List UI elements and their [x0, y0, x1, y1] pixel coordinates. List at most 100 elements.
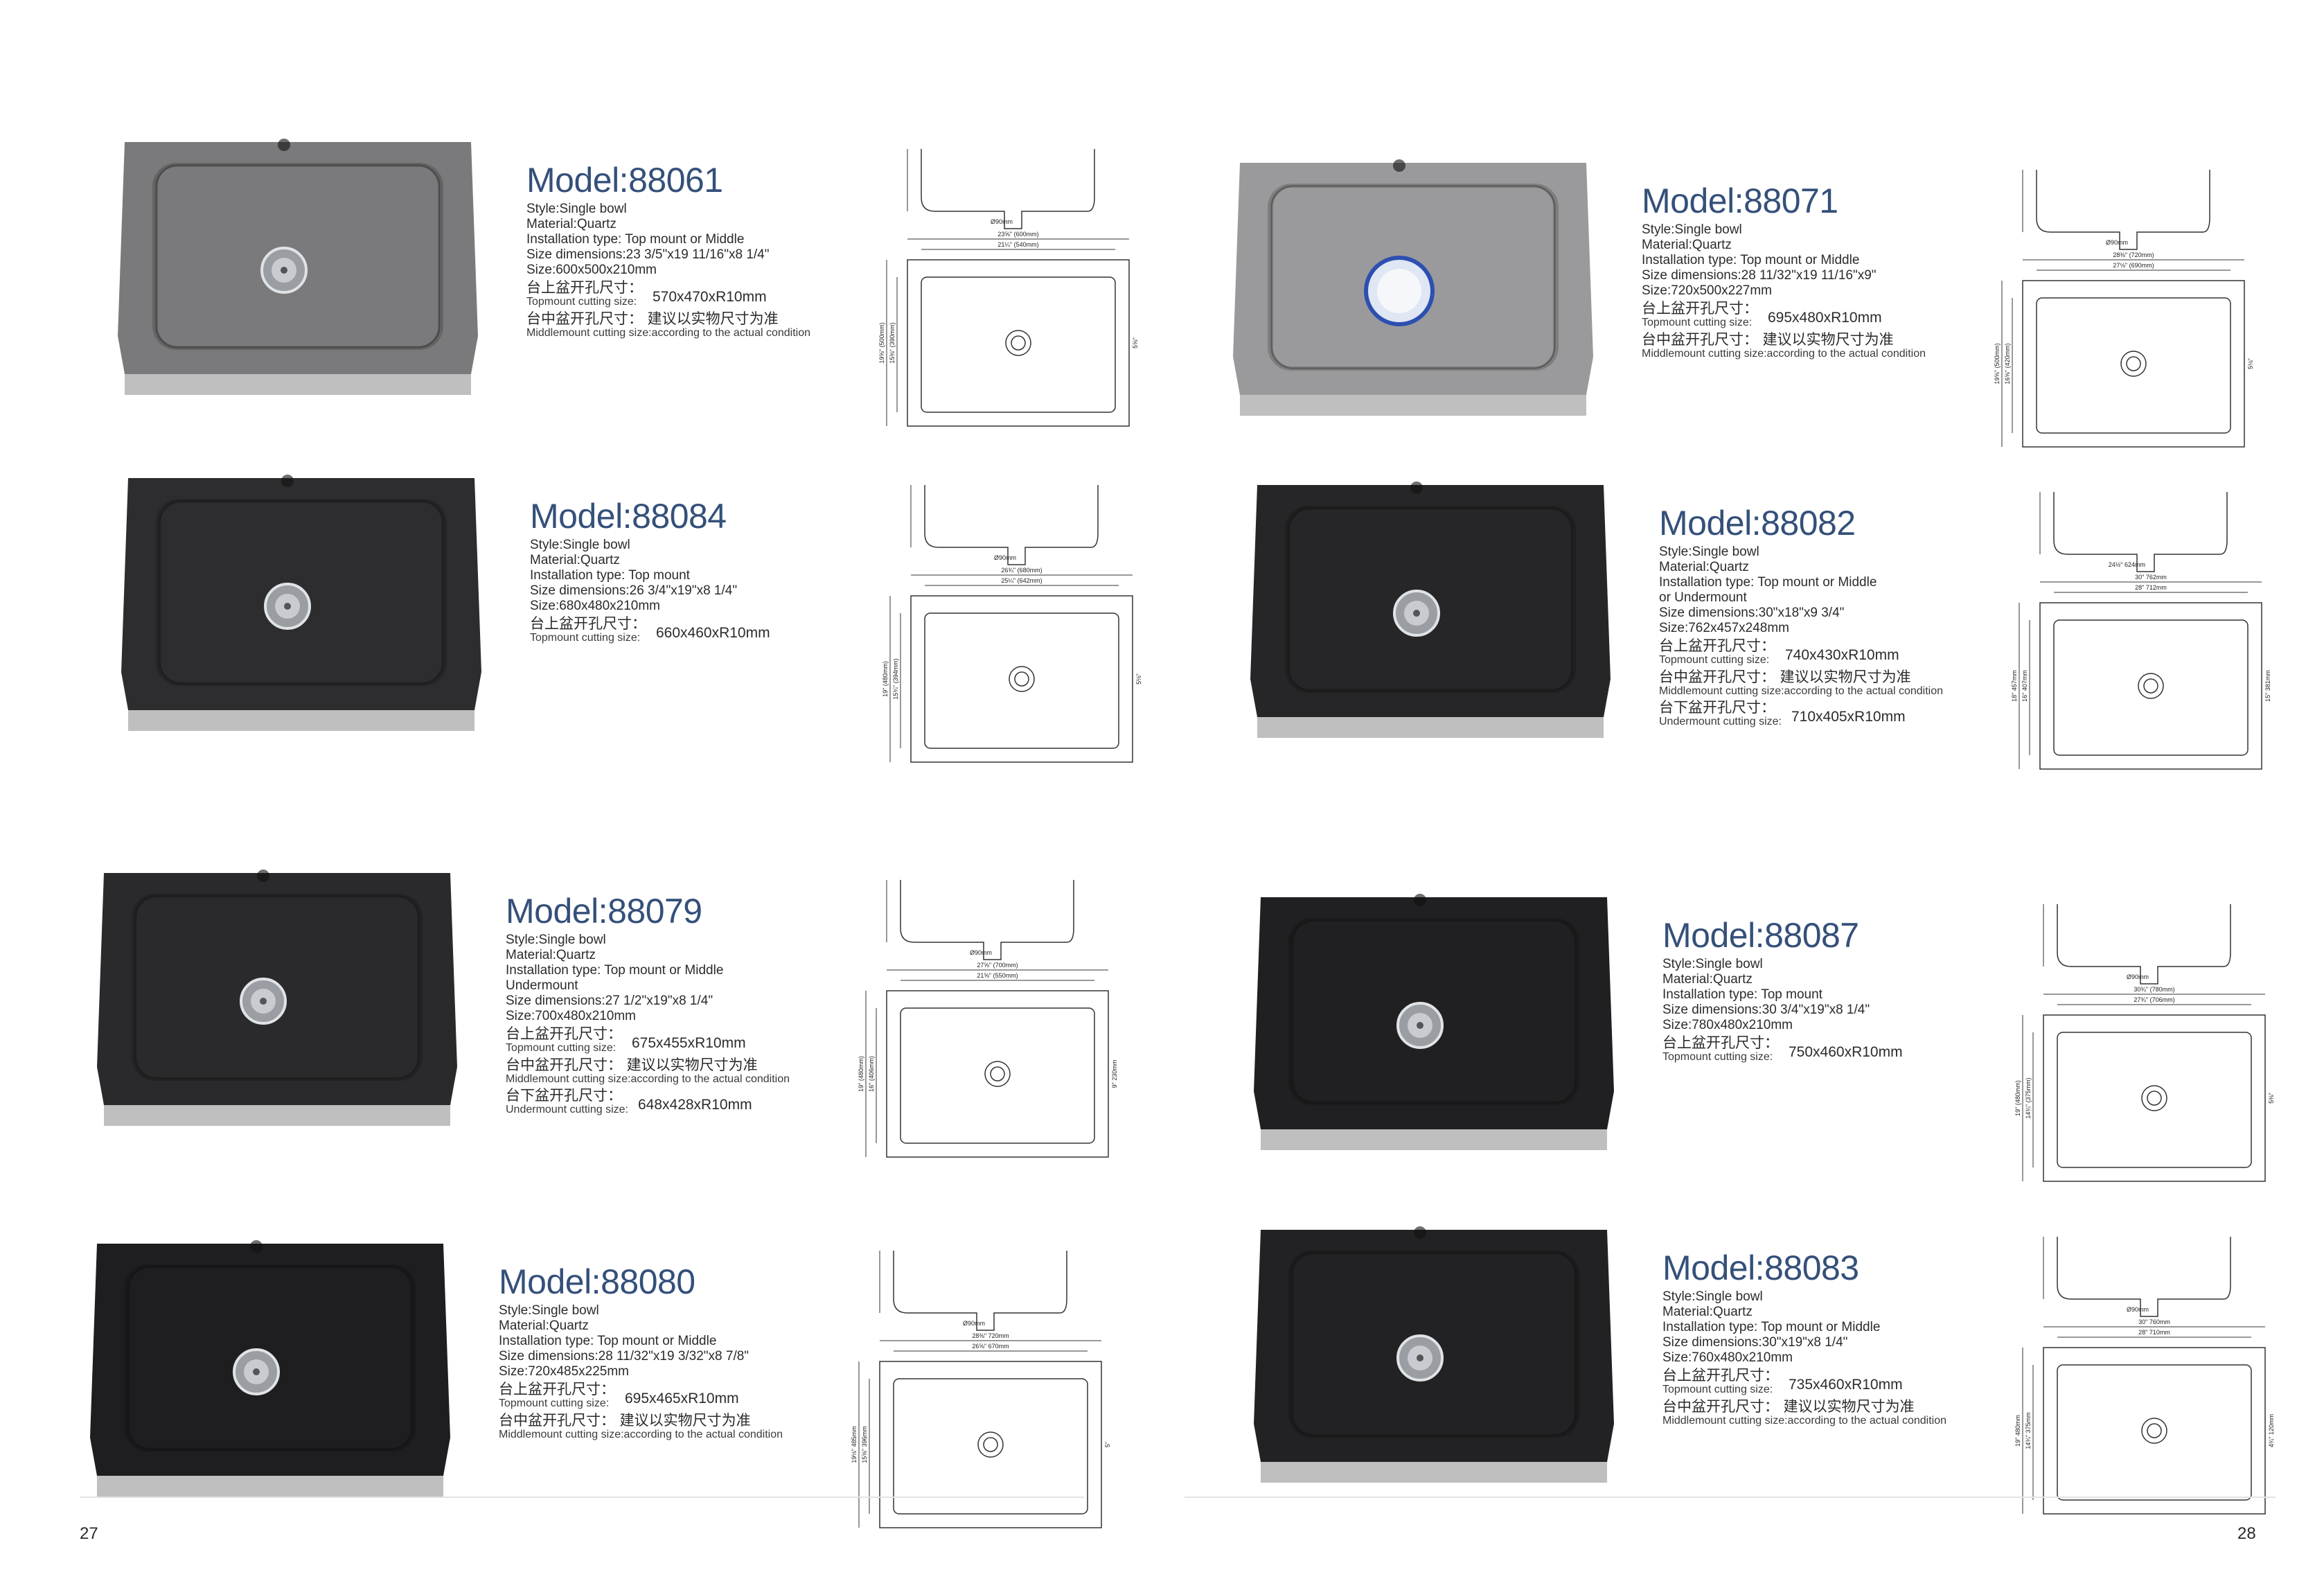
model-name: Model:88087	[1662, 916, 1859, 955]
technical-drawing: 26¾" (680mm)25¼" (642mm)19" (480mm)15¾" …	[882, 485, 1142, 763]
cutting-label-en: Topmount cutting size:	[526, 296, 637, 308]
model-name: Model:88084	[530, 497, 727, 536]
sink-front-edge	[125, 374, 471, 395]
spec-line: Size dimensions:30"x19"x8 1/4"	[1662, 1335, 1848, 1350]
sink-photo	[1254, 894, 1614, 1150]
spec-line: Size:780x480x210mm	[1662, 1018, 1793, 1032]
plan-drain	[984, 1061, 1011, 1087]
cutting-label-en: Topmount cutting size:	[1662, 1384, 1773, 1395]
spec-line: Installation type: Top mount or Middle	[499, 1334, 717, 1348]
cutting-size-value: 735x460xR10mm	[1789, 1377, 1903, 1393]
dim-label-hole: Ø90mm	[991, 218, 1013, 225]
dim-label-hole: Ø90mm	[994, 554, 1016, 561]
spec-line: Material:Quartz	[1662, 1305, 1753, 1319]
cutting-size-value: 660x460xR10mm	[656, 625, 770, 641]
cutting-label-cn: 台上盆开孔尺寸：	[1662, 1034, 1779, 1051]
model-name: Model:88080	[499, 1262, 695, 1301]
cutting-label-en: Middlemount cutting size:according to th…	[526, 327, 811, 339]
spec-line: Undermount	[506, 978, 578, 993]
technical-drawing: 27⅝" (700mm)21⅝" (550mm)19" (480mm)16" (…	[858, 880, 1118, 1158]
dim-label-width: 28⅜" (720mm)	[2113, 252, 2154, 258]
profile-outline	[924, 485, 1099, 565]
cutting-label-cn: 台中盆开孔尺寸： 建议以实物尺寸为准	[1642, 331, 1894, 348]
spec-line: Material:Quartz	[1662, 972, 1753, 987]
plan-inner	[893, 1378, 1088, 1515]
dim-label-right: 5⅜"	[2268, 1093, 2275, 1104]
faucet-hole	[1410, 482, 1423, 494]
top-cut-row: 台上盆开孔尺寸：Topmount cutting size:735x460xR1…	[1662, 1368, 1995, 1396]
plan-drain	[977, 1431, 1004, 1458]
dim-label-depth: 19" (480mm)	[2014, 1080, 2021, 1116]
spec-line: Style:Single bowl	[506, 933, 606, 947]
sink-photo	[1254, 1226, 1614, 1483]
spec-line: Size:762x457x248mm	[1659, 621, 1789, 635]
plan-inner	[924, 612, 1119, 749]
cutting-label-cn: 台中盆开孔尺寸： 建议以实物尺寸为准	[506, 1057, 758, 1073]
profile-outline	[2053, 492, 2228, 572]
spec-line: Style:Single bowl	[1659, 545, 1759, 559]
plan-drain-inner	[1014, 671, 1029, 687]
model-name: Model:88061	[526, 161, 723, 200]
sink-front-edge	[97, 1476, 443, 1497]
dim-label-inner-width: 26⅝" 670mm	[972, 1343, 1009, 1350]
dim-label-right: 4¾" 120mm	[2268, 1414, 2275, 1447]
cutting-label-cn: 台上盆开孔尺寸：	[506, 1025, 622, 1042]
plan-outer	[879, 1361, 1102, 1528]
dim-label-width: 26¾" (680mm)	[1001, 567, 1042, 574]
cutting-label-en: Topmount cutting size:	[499, 1397, 610, 1409]
dim-label-right: 5⅛"	[2247, 358, 2254, 369]
spec-line: Style:Single bowl	[1662, 1289, 1763, 1304]
profile-outline	[2057, 1237, 2231, 1317]
dim-label-width: 30¾" (780mm)	[2134, 986, 2174, 993]
plan-drain-inner	[2126, 356, 2141, 371]
dim-label-hole: Ø90mm	[2127, 973, 2149, 980]
plan-drain-inner	[2147, 1091, 2162, 1106]
dim-label-hole: Ø90mm	[2127, 1306, 2149, 1313]
faucet-hole	[250, 1240, 263, 1253]
top-cut-row: 台上盆开孔尺寸：Topmount cutting size:570x470xR1…	[526, 280, 859, 308]
plan-drain	[1005, 330, 1031, 356]
spec-line: Style:Single bowl	[526, 202, 627, 216]
plan-outer	[886, 990, 1109, 1158]
dim-label-width: 27⅝" (700mm)	[977, 962, 1018, 969]
drain-center	[1413, 610, 1420, 617]
sink-front-edge	[1261, 1129, 1607, 1150]
plan-drain	[2141, 1085, 2167, 1111]
faucet-hole	[1414, 894, 1426, 906]
sink-photo	[121, 475, 481, 731]
dim-label-inner-depth: 14¾" 375mm	[2025, 1412, 2032, 1449]
plan-inner	[2036, 297, 2231, 434]
spec-line: Size dimensions:23 3/5"x19 11/16"x8 1/4"	[526, 247, 770, 262]
plan-outer	[2043, 1347, 2266, 1515]
cutting-label-en: Topmount cutting size:	[506, 1042, 617, 1054]
dim-label-inner-width: 27¾" (706mm)	[2134, 996, 2174, 1003]
spec-line: Size:600x500x210mm	[526, 263, 657, 277]
faucet-hole	[257, 870, 269, 882]
cutting-label-en: Middlemount cutting size:according to th…	[1659, 685, 1944, 697]
dim-label-inner-depth: 15¾" (394mm)	[892, 658, 899, 699]
plan-inner	[900, 1007, 1095, 1144]
dim-label-inner-width: 28" 712mm	[2135, 584, 2167, 591]
cutting-size-value: 750x460xR10mm	[1789, 1044, 1903, 1060]
cutting-label-cn: 台下盆开孔尺寸：	[506, 1087, 622, 1104]
faucet-hole	[1414, 1226, 1426, 1239]
dim-label-inner-width: 25¼" (642mm)	[1001, 577, 1042, 584]
cutting-label-cn: 台中盆开孔尺寸： 建议以实物尺寸为准	[526, 310, 779, 327]
spec-line: Installation type: Top mount or Middle	[1642, 253, 1860, 267]
top-cut-row: 台上盆开孔尺寸：Topmount cutting size:675x455xR1…	[506, 1026, 838, 1055]
spec-line: Size dimensions:30"x18"x9 3/4"	[1659, 606, 1845, 620]
cutting-label-en: Undermount cutting size:	[1659, 716, 1782, 727]
